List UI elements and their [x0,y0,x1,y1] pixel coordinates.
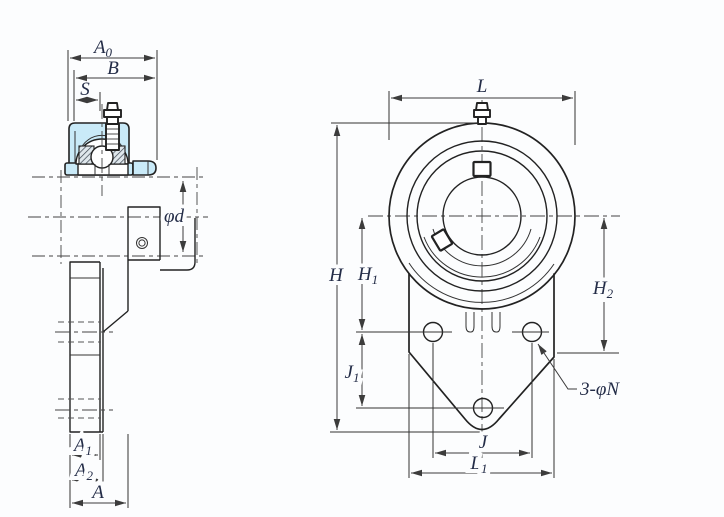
arm-chamfer [102,310,129,333]
label-l1: L1 [469,453,487,476]
grease-nipple [103,102,122,125]
bracket-arm-profile [55,206,196,433]
shaft-phantom-lines [28,167,208,264]
seat-arc [408,262,555,303]
leader-3phin [537,343,577,390]
label-h: H [328,265,344,286]
front-grease-nipple [473,102,491,125]
set-screw-lower-left [430,228,454,252]
label-s: S [80,79,90,100]
bearing-housing-section [64,102,157,196]
label-h2: H2 [592,278,614,301]
flange-bracket [330,122,619,433]
label-h1: H1 [357,264,378,287]
front-view: L H H1 J1 H2 J [324,76,620,480]
dim-h2: H2 [588,218,618,351]
housing-boss-rear [160,218,196,271]
label-l: L [476,76,488,97]
set-screw-collar [132,160,157,176]
seal-arc [423,236,541,278]
nipple-neck [106,116,119,125]
nipple-flange [103,109,122,118]
arm-front-outline [69,261,103,433]
label-a: A [90,482,104,503]
side-bolt-hole-outer [136,237,148,249]
label-b: B [107,58,119,79]
outer-ring-circle [416,150,548,282]
label-a1: A1 [72,435,92,458]
front-nipple-neck [477,116,487,125]
front-nipple-cap [475,102,489,111]
arm-upper-block [127,206,161,311]
label-j1: J1 [345,362,360,385]
housing-bore-circle [406,140,558,292]
dim-group-bottom: A1 A2 A [68,431,129,508]
label-phid: φd [164,206,185,227]
rib-left [465,312,475,333]
label-a0: A0 [92,37,113,60]
nipple-cap [106,102,119,111]
label-3phin: 3-φN [579,379,620,400]
set-screw-top [472,160,492,178]
dim-h1: H1 [353,218,382,330]
dim-j: J [432,343,533,458]
front-nipple-flange [473,109,491,118]
dim-group-top: A0 B S [67,37,158,160]
label-a2: A2 [73,460,94,483]
bolt-hole-note: 3-φN [537,343,620,400]
dim-j1: J1 [341,334,366,406]
dim-l: L [388,76,576,145]
side-bolt-hole-inner [138,239,146,247]
grease-screw-stem [105,123,120,151]
dim-l1: L1 [408,354,555,480]
rib-right [491,312,501,333]
side-view: A0 B S φd A1 A2 A [28,37,208,508]
bracket-outline [408,273,555,431]
dim-h: H [324,125,348,430]
label-j: J [479,432,489,453]
dim-phid: φd [160,181,189,252]
thread-lines [106,128,119,145]
